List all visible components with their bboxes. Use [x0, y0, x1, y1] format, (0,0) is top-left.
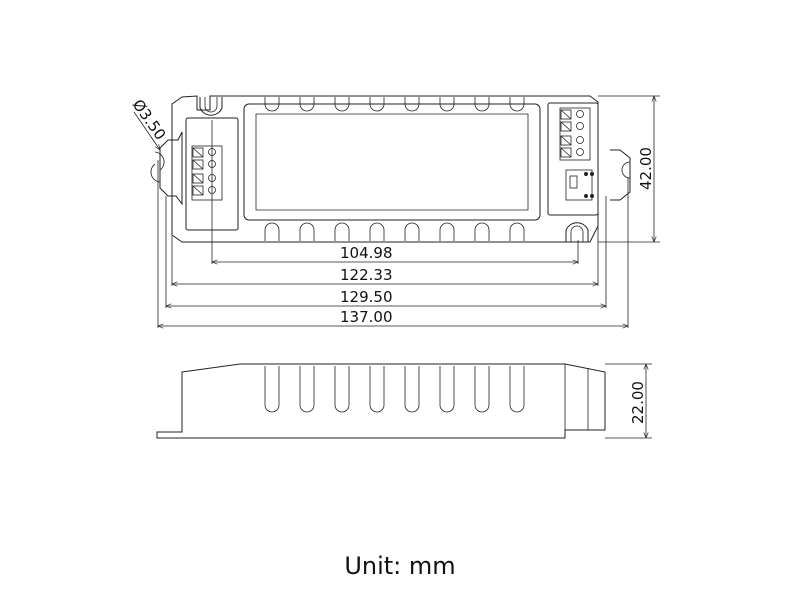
side-view [156, 363, 606, 439]
top-vent-row [264, 97, 525, 112]
side-vent-slots [264, 366, 525, 413]
dimension-lines [133, 96, 654, 438]
side-housing-outline [156, 363, 606, 439]
bottom-vent-row [264, 222, 525, 241]
dim-total-length: 137.00 [340, 308, 393, 326]
housing-outline [171, 95, 599, 243]
label-panel-inner [255, 113, 529, 211]
extension-lines [157, 95, 660, 439]
left-mount-ear [159, 131, 183, 206]
dim-height: 22.00 [629, 381, 647, 424]
right-mount-ear [610, 149, 631, 201]
right-mount-slot [621, 161, 631, 179]
top-view [150, 95, 631, 243]
left-mount-slot [150, 151, 165, 183]
dim-body-length: 122.33 [340, 266, 393, 284]
dim-inner-mount: 104.98 [340, 244, 393, 262]
top-notch-left [199, 97, 223, 116]
dim-hole-diameter: Ø3.50 [129, 96, 170, 143]
right-terminal-block [547, 102, 599, 216]
label-panel-outer [243, 103, 541, 221]
dim-width: 42.00 [637, 147, 655, 190]
unit-note: Unit: mm [344, 552, 455, 580]
dim-hole-pitch: 129.50 [340, 288, 393, 306]
bottom-notch-right [565, 222, 589, 242]
